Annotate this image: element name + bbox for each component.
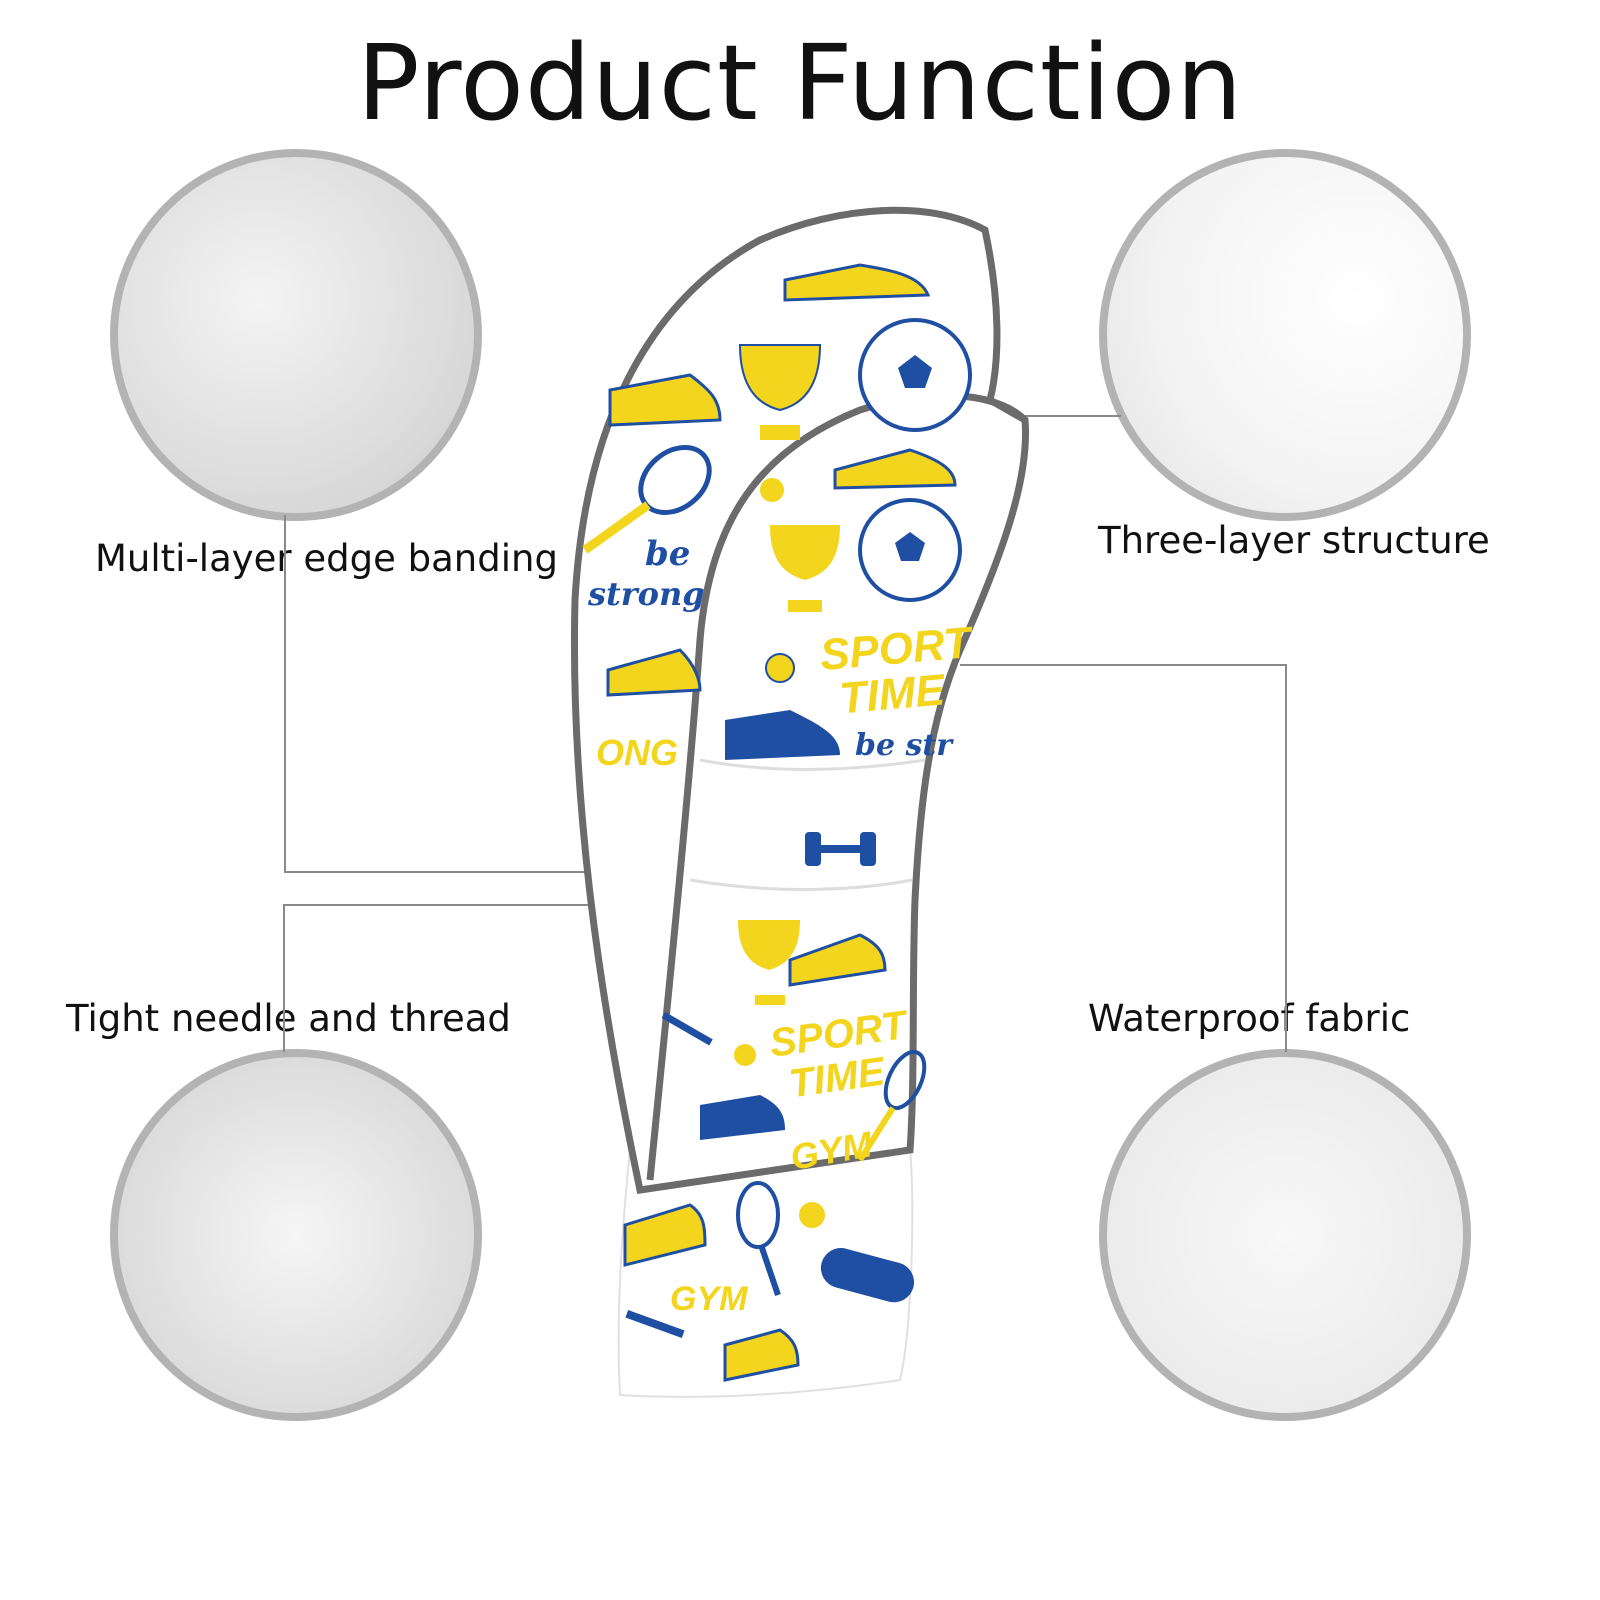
tennis-ball-icon <box>734 1044 756 1066</box>
feature-label-three-layer: Three-layer structure <box>1098 519 1490 562</box>
feature-label-waterproof: Waterproof fabric <box>1088 997 1411 1040</box>
sneaker-icon <box>723 1328 800 1382</box>
connector-line <box>1025 415 1121 417</box>
sneaker-icon <box>788 933 887 987</box>
pattern-text: strong <box>587 575 705 613</box>
waterproof-closeup-image <box>1099 1049 1471 1421</box>
trophy-icon <box>770 525 840 612</box>
connector-line <box>960 664 1287 666</box>
tennis-ball-icon <box>765 653 795 683</box>
connector-line <box>1285 664 1287 1052</box>
page-title: Product Function <box>356 22 1244 144</box>
sneaker-icon <box>608 373 722 427</box>
tennis-ball-icon <box>799 1202 825 1228</box>
connector-line <box>283 904 285 1052</box>
sneaker-icon <box>783 263 931 302</box>
trophy-icon <box>738 344 822 440</box>
connector-line <box>284 515 286 873</box>
feature-label-edge-banding: Multi-layer edge banding <box>95 537 558 580</box>
sneaker-icon <box>725 710 840 760</box>
tennis-racket-icon <box>736 1181 781 1296</box>
tennis-racket-icon <box>582 444 712 554</box>
three-layer-closeup-image <box>1099 149 1471 521</box>
pattern-text: be str <box>855 728 954 763</box>
tennis-racket-icon <box>857 1049 927 1162</box>
sneaker-icon <box>833 448 957 490</box>
pattern-text: ONG <box>596 732 678 773</box>
dumbbell-icon <box>805 832 876 866</box>
dumbbell-icon <box>661 1011 713 1046</box>
connector-line <box>284 871 590 873</box>
sneaker-icon <box>623 1203 707 1267</box>
sneaker-icon <box>606 648 702 697</box>
sneaker-icon <box>700 1095 785 1140</box>
connector-line <box>283 904 595 906</box>
skateboard-icon <box>820 1248 915 1303</box>
dumbbell-icon <box>625 1309 685 1339</box>
pattern-text: TIME <box>838 665 949 723</box>
edge-banding-closeup-image <box>110 149 482 521</box>
feature-label-stitching: Tight needle and thread <box>66 997 511 1040</box>
pattern-text: be <box>645 534 690 574</box>
pattern-text: GYM <box>670 1280 748 1318</box>
stitching-closeup-image <box>110 1049 482 1421</box>
soccer-ball-icon <box>858 318 972 432</box>
soccer-ball-icon <box>858 498 962 602</box>
headcover-product-image: be strong SPORT TIME SPORT TIME GYM GYM … <box>570 206 1030 1398</box>
trophy-icon <box>738 920 800 1005</box>
tennis-ball-icon <box>760 478 784 502</box>
